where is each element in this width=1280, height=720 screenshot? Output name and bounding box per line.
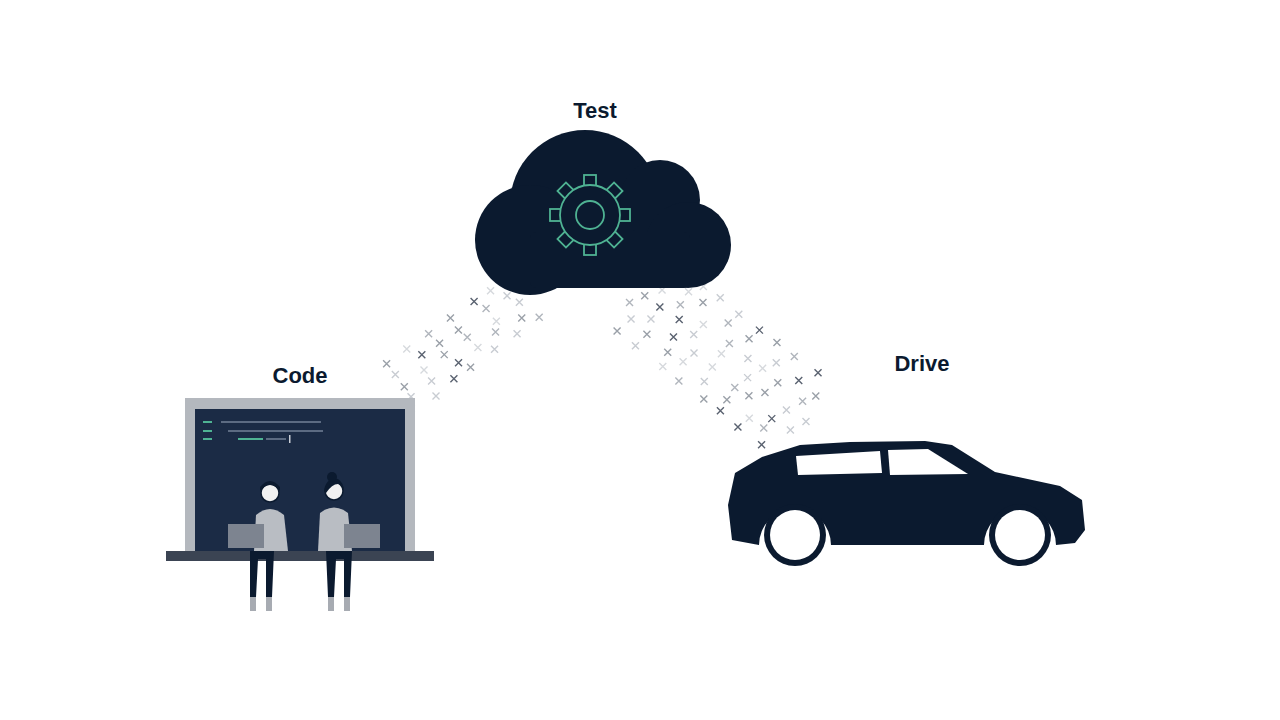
car-silhouette	[720, 345, 1090, 570]
node-label: Test	[535, 98, 655, 124]
laptop-node: Code	[166, 355, 434, 615]
cloud-node: Test	[474, 92, 732, 292]
car-node: Drive	[720, 345, 1090, 570]
node-label: Code	[240, 363, 360, 389]
node-label: Drive	[862, 351, 982, 377]
laptop-illustration	[166, 355, 434, 615]
data-trail	[383, 276, 543, 412]
